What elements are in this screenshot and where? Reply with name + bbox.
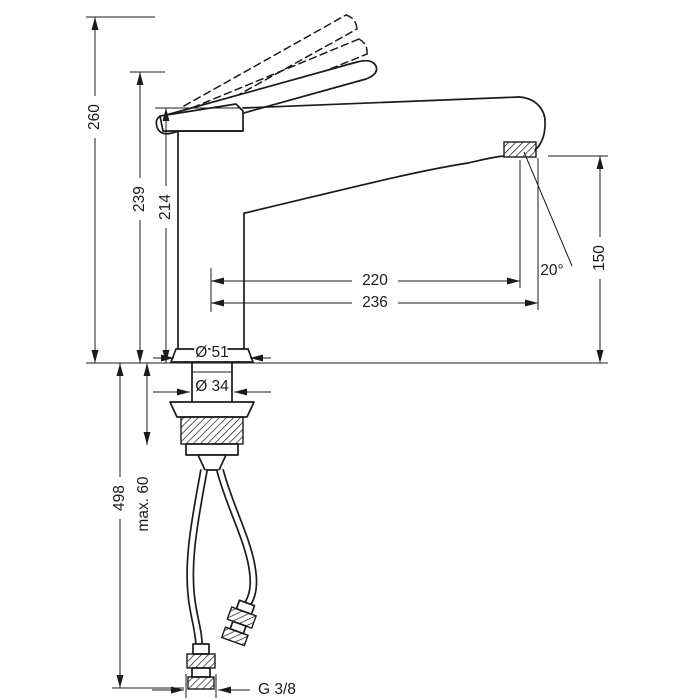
supply-hoses bbox=[186, 469, 258, 690]
dimension-labels: 260 239 214 150 220 236 20° Ø 51 Ø 34 49… bbox=[84, 102, 610, 700]
dim-label-spout-top-height: 214 bbox=[157, 194, 174, 220]
dim-label-max-counter-thickness: max. 60 bbox=[135, 476, 152, 532]
dim-label-connection-thread: G 3/8 bbox=[258, 681, 296, 698]
dim-label-swivel-angle: 20° bbox=[540, 262, 563, 279]
dim-label-total-reach: 236 bbox=[362, 294, 388, 311]
dim-label-outlet-height: 150 bbox=[591, 245, 608, 271]
dim-label-lever-height: 239 bbox=[131, 186, 148, 212]
mounting-hardware bbox=[169, 362, 255, 471]
hose-fitting-left bbox=[186, 643, 216, 690]
dim-label-shank-diameter: Ø 34 bbox=[195, 378, 229, 395]
dim-label-spout-reach: 220 bbox=[362, 272, 388, 289]
dim-label-total-height: 260 bbox=[86, 104, 103, 130]
dimension-lines bbox=[91, 17, 604, 694]
aerator bbox=[503, 141, 537, 158]
dim-label-base-diameter: Ø 51 bbox=[195, 344, 229, 361]
faucet-outline bbox=[155, 59, 546, 363]
dim-label-hose-length: 498 bbox=[111, 485, 128, 511]
hose-fitting-right bbox=[220, 599, 258, 647]
